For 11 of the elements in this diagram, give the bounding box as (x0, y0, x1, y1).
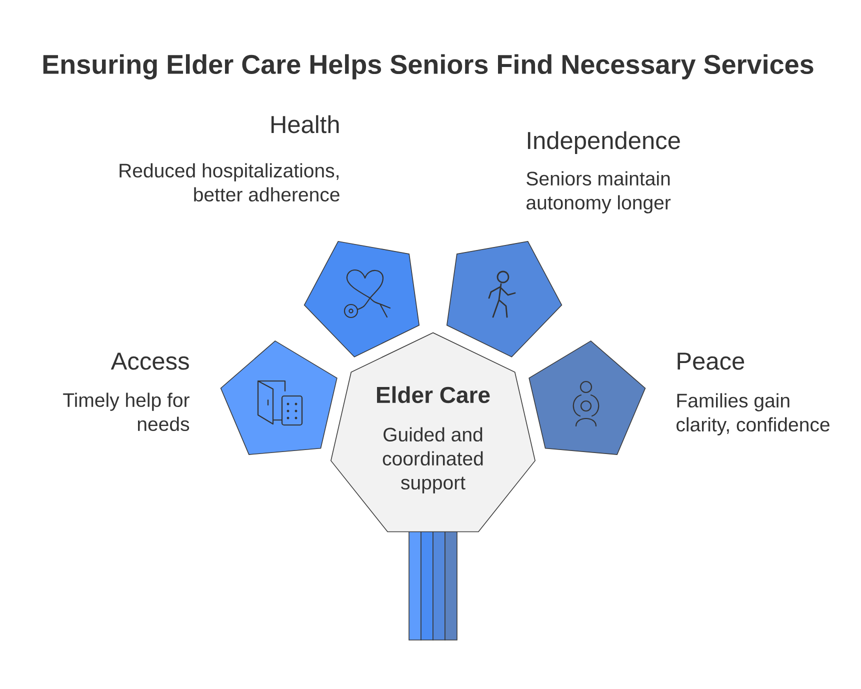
description: Families gain clarity, confidence (676, 393, 830, 436)
heading: Access (110, 352, 189, 370)
title: Ensuring Elder Care Helps Seniors Find Necessary Services (43, 54, 814, 80)
heading: Peace (678, 352, 744, 370)
node-description: Guided and coordinated support (382, 427, 483, 494)
description: Seniors maintain autonomy longer (526, 171, 671, 214)
heading: Health (272, 115, 339, 134)
description: Timely help for needs (63, 392, 190, 432)
heading: Independence (528, 131, 680, 154)
description: Reduced hospitalizations, better adherence (120, 163, 340, 202)
node-title: Elder Care (377, 386, 490, 404)
